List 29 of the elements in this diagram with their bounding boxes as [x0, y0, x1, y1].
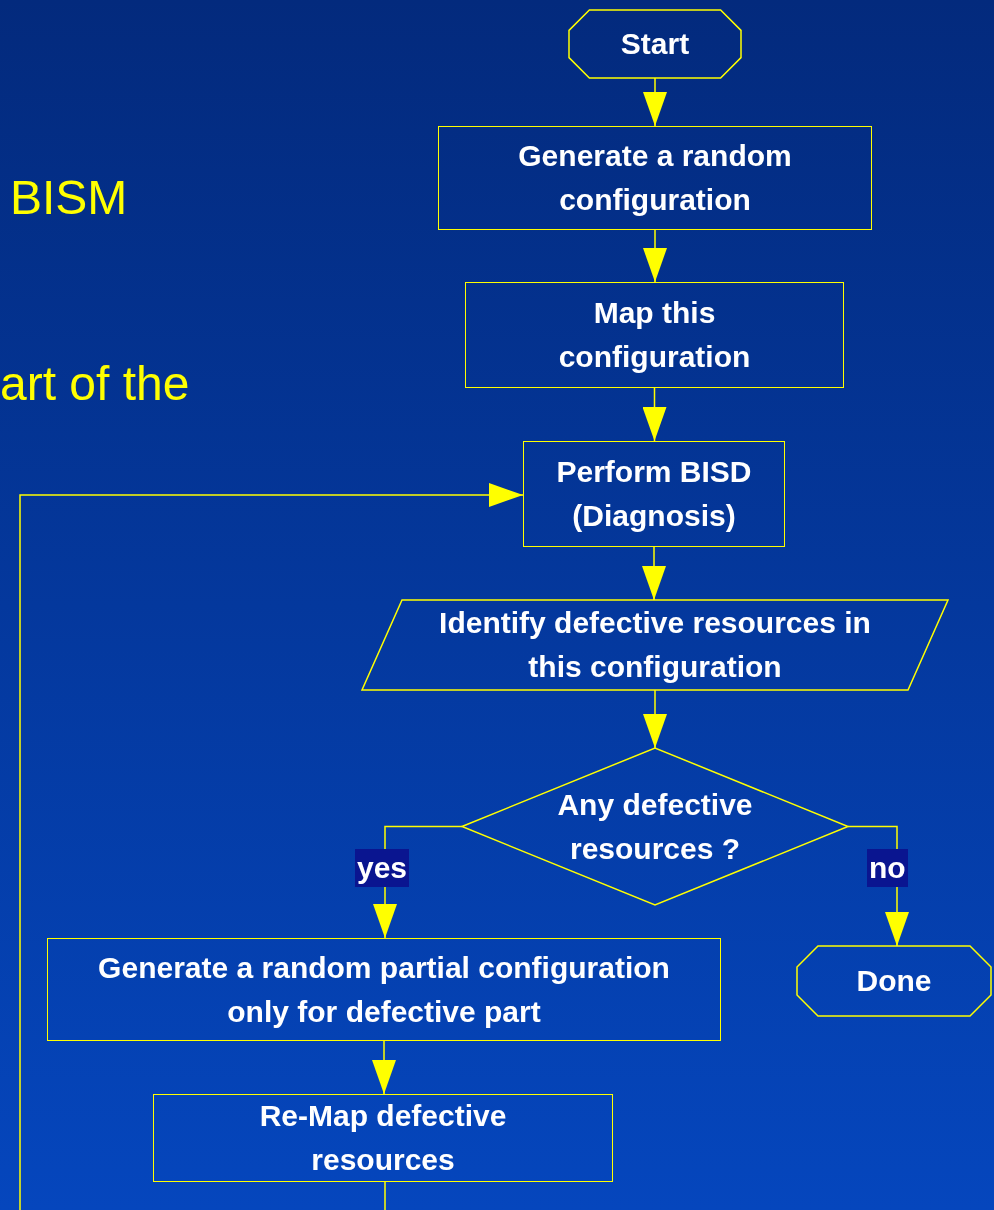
node-text: Generate a random partial configuration only for defective part	[97, 949, 671, 1030]
node-text: Identify defective resources in this configuration	[438, 605, 872, 685]
process-box	[465, 282, 844, 388]
arrow	[19, 483, 524, 1210]
slide-text: art of the	[0, 356, 190, 411]
edge-label: no	[867, 848, 908, 887]
data-parallelogram	[362, 600, 948, 690]
arrow	[643, 77, 667, 127]
process-box	[523, 441, 785, 547]
process-box	[153, 1094, 613, 1182]
node-text: Start	[620, 26, 690, 62]
node-text: Map this configuration	[557, 295, 752, 375]
decision-diamond	[462, 748, 848, 905]
process-box	[438, 126, 872, 230]
slide-text: BISM	[10, 170, 128, 225]
arrow	[643, 229, 667, 283]
edge-label: yes	[355, 848, 410, 887]
arrow	[642, 387, 667, 442]
start-terminal	[569, 10, 741, 78]
node-text: Done	[856, 963, 932, 999]
node-text: Any defective resources ?	[556, 786, 754, 867]
end-terminal	[797, 946, 991, 1016]
node-text: Re-Map defective resources	[258, 1098, 508, 1178]
arrow	[643, 689, 667, 749]
node-text: Perform BISD (Diagnosis)	[555, 454, 753, 534]
node-text: Generate a random configuration	[517, 138, 793, 218]
process-box	[47, 938, 721, 1041]
arrow	[372, 1040, 396, 1095]
arrow	[642, 546, 666, 601]
